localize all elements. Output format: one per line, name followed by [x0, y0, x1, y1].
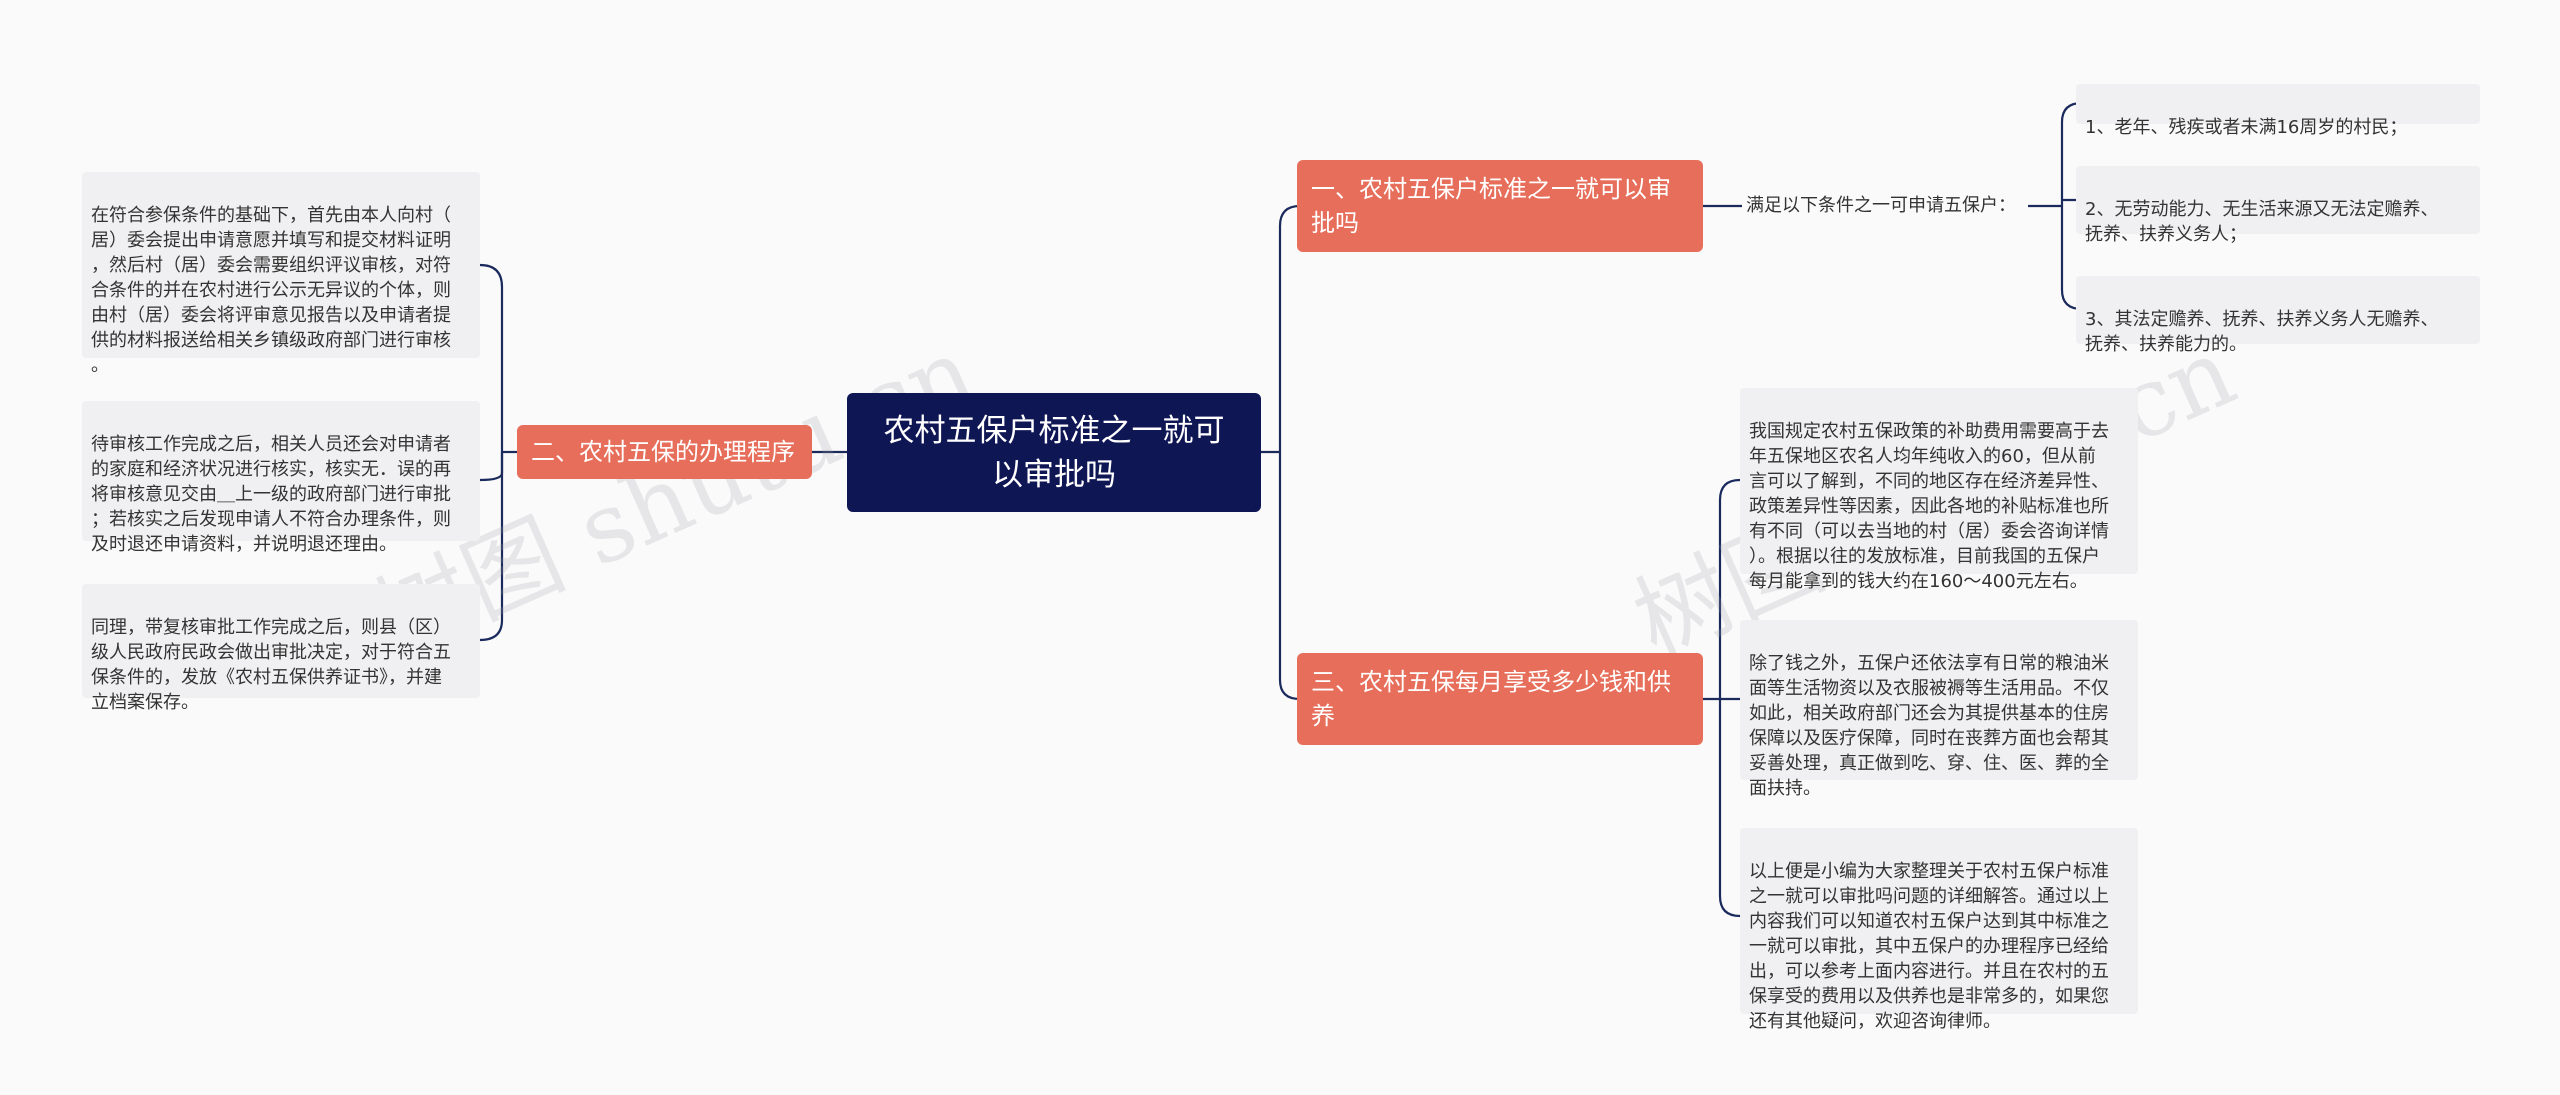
- leaf-text: 除了钱之外，五保户还依法享有日常的粮油米 面等生活物资以及衣服被褥等生活用品。不…: [1749, 653, 2109, 799]
- root-topic[interactable]: 农村五保户标准之一就可以审批吗: [847, 393, 1261, 512]
- leaf-text: 在符合参保条件的基础下，首先由本人向村（ 居）委会提出申请意愿并填写和提交材料证…: [91, 205, 451, 376]
- leaf-text: 3、其法定赡养、抚养、扶养义务人无赡养、 抚养、扶养能力的。: [2085, 309, 2439, 355]
- branch-benefits-label: 三、农村五保每月享受多少钱和供养: [1311, 668, 1671, 730]
- condition-leaf-1[interactable]: 1、老年、残疾或者未满16周岁的村民；: [2076, 84, 2480, 138]
- link-left-leaf-2: [479, 452, 504, 482]
- link-bottom-leaf-3: [1718, 699, 1741, 918]
- benefits-leaf-1[interactable]: 我国规定农村五保政策的补助费用需要高于去 年五保地区农名人均年纯收入的60，但从…: [1740, 388, 2138, 592]
- leaf-text: 以上便是小编为大家整理关于农村五保户标准 之一就可以审批吗问题的详细解答。通过以…: [1749, 861, 2109, 1032]
- leaf-text: 待审核工作完成之后，相关人员还会对申请者 的家庭和经济状况进行核实，核实无．误的…: [91, 434, 451, 555]
- procedure-leaf-1[interactable]: 在符合参保条件的基础下，首先由本人向村（ 居）委会提出申请意愿并填写和提交材料证…: [82, 172, 480, 376]
- condition-leaf-3[interactable]: 3、其法定赡养、抚养、扶养义务人无赡养、 抚养、扶养能力的。: [2076, 276, 2480, 355]
- link-left-leaf-1: [479, 263, 504, 452]
- condition-leaf-2[interactable]: 2、无劳动能力、无生活来源又无法定赡养、 抚养、扶养义务人；: [2076, 166, 2480, 245]
- branch-standard[interactable]: 一、农村五保户标准之一就可以审批吗: [1297, 160, 1703, 252]
- root-topic-label: 农村五保户标准之一就可以审批吗: [883, 412, 1225, 493]
- leaf-text: 1、老年、残疾或者未满16周岁的村民；: [2085, 117, 2408, 138]
- benefits-leaf-3[interactable]: 以上便是小编为大家整理关于农村五保户标准 之一就可以审批吗问题的详细解答。通过以…: [1740, 828, 2138, 1032]
- link-root-right-top: [1278, 204, 1301, 452]
- procedure-leaf-3[interactable]: 同理，带复核审批工作完成之后，则县（区） 级人民政府民政会做出审批决定，对于符合…: [82, 584, 480, 713]
- link-bottom-leaf-1: [1718, 478, 1741, 699]
- condition-heading-label: 满足以下条件之一可申请五保户：: [1746, 195, 2016, 216]
- leaf-text: 我国规定农村五保政策的补助费用需要高于去 年五保地区农名人均年纯收入的60，但从…: [1749, 421, 2109, 592]
- leaf-text: 2、无劳动能力、无生活来源又无法定赡养、 抚养、扶养义务人；: [2085, 199, 2439, 245]
- leaf-text: 同理，带复核审批工作完成之后，则县（区） 级人民政府民政会做出审批决定，对于符合…: [91, 617, 451, 713]
- branch-procedure[interactable]: 二、农村五保的办理程序: [517, 425, 812, 479]
- link-left-leaf-3: [479, 452, 504, 642]
- condition-heading[interactable]: 满足以下条件之一可申请五保户：: [1746, 193, 2028, 221]
- branch-benefits[interactable]: 三、农村五保每月享受多少钱和供养: [1297, 653, 1703, 745]
- benefits-leaf-2[interactable]: 除了钱之外，五保户还依法享有日常的粮油米 面等生活物资以及衣服被褥等生活用品。不…: [1740, 620, 2138, 799]
- branch-standard-label: 一、农村五保户标准之一就可以审批吗: [1311, 175, 1671, 237]
- branch-procedure-label: 二、农村五保的办理程序: [531, 438, 795, 466]
- link-root-right-bottom: [1278, 452, 1301, 701]
- procedure-leaf-2[interactable]: 待审核工作完成之后，相关人员还会对申请者 的家庭和经济状况进行核实，核实无．误的…: [82, 401, 480, 555]
